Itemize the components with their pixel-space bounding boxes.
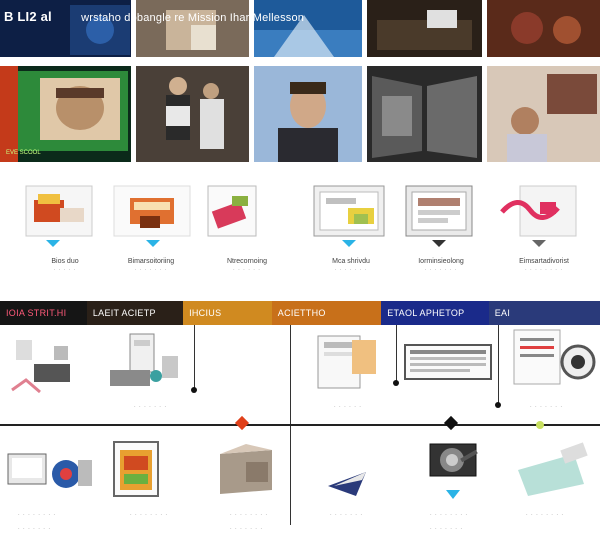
bottom-label-5: · · · · · · · ·: [430, 512, 469, 518]
timeline-dot-3: [495, 402, 501, 408]
caption-4-title: Mca shrivdu: [332, 258, 370, 265]
bottom-label-7: · · · · · · ·: [18, 526, 51, 532]
caption-5-sub: · · · · · · ·: [424, 267, 458, 273]
caption-1-sub: · · · · ·: [53, 267, 77, 273]
pointer-triangle-4: [342, 240, 356, 247]
timeline-segment-4: ACIETTHO: [271, 301, 382, 325]
photo-tile-10: [487, 66, 600, 162]
lower-timeline-line: [0, 424, 600, 426]
illustration-card-6: [500, 184, 578, 238]
timeline-segment-2: LAEIT ACIETP: [86, 301, 184, 325]
caption-1-title: Bios duo: [51, 258, 79, 265]
bottom-label-3: · · · · · · · ·: [230, 512, 269, 518]
caption-6-title: Eimsartadivorist: [519, 258, 569, 265]
header-logo: B LI2 al: [4, 9, 52, 24]
caption-4: Mca shrivdu · · · · · · ·: [316, 258, 386, 274]
bottom-label-8: · · · · · · ·: [230, 526, 263, 532]
illustration-card-12: [6, 440, 96, 500]
marker-dot-green: [536, 421, 544, 429]
illustration-card-5: [404, 184, 474, 238]
illustration-card-9: [316, 334, 378, 390]
bottom-label-9: · · · · · · ·: [430, 526, 463, 532]
photo-tile-5: [487, 0, 600, 57]
caption-2: Bimarsoitoriing · · · · · · ·: [116, 258, 186, 274]
illustration-card-7: [6, 326, 86, 396]
caption-2-title: Bimarsoitoriing: [127, 258, 175, 265]
connector-line-4: [498, 325, 499, 405]
illustration-card-8: [96, 326, 186, 396]
photo-tile-4: [367, 0, 482, 57]
bottom-label-4: · · · · · · ·: [330, 512, 363, 518]
pointer-triangle-6: [532, 240, 546, 247]
bottom-label-6: · · · · · · · ·: [526, 512, 565, 518]
mini-label-2: · · · · · ·: [334, 404, 362, 410]
tile6-label: EVE SCOOL: [6, 150, 41, 156]
caption-3: Ntrecornoing · · · · · ·: [212, 258, 282, 274]
caption-4-sub: · · · · · · ·: [334, 267, 368, 273]
photo-tile-6: EVE SCOOL: [0, 66, 131, 162]
photo-tile-7: [136, 66, 249, 162]
timeline-segment-5: ETAOL APHETOP: [381, 301, 489, 325]
illustration-card-14: [216, 440, 276, 496]
pointer-triangle-cyan: [446, 490, 460, 499]
header-title: wrstaho dobangle re Mission Ihar Melless…: [81, 12, 305, 24]
bottom-label-2: · · · · · · · ·: [130, 512, 169, 518]
bottom-label-1: · · · · · · · ·: [18, 512, 57, 518]
timeline-dot-2: [393, 380, 399, 386]
illustration-card-17: [512, 440, 592, 498]
caption-1: Bios duo · · · · ·: [30, 258, 100, 274]
timeline-dot-1: [191, 387, 197, 393]
connector-line-3: [396, 325, 397, 385]
photo-tile-9: [367, 66, 482, 162]
illustration-card-16: [426, 440, 480, 480]
caption-2-sub: · · · · · · ·: [134, 267, 168, 273]
pointer-triangle-2: [146, 240, 160, 247]
connector-line-1: [194, 325, 195, 390]
illustration-card-11: [508, 326, 598, 390]
caption-5: Iorminsieolong · · · · · · ·: [406, 258, 476, 274]
illustration-card-3: [206, 184, 258, 238]
pointer-triangle-1: [46, 240, 60, 247]
timeline-segment-6: EAI: [488, 301, 600, 325]
photo-tile-1: [0, 0, 131, 57]
photo-tile-3: [254, 0, 362, 57]
illustration-card-2: [112, 184, 192, 238]
caption-5-title: Iorminsieolong: [418, 258, 464, 265]
illustration-card-4: [312, 184, 386, 238]
caption-6-sub: · · · · · · · ·: [524, 267, 564, 273]
marker-diamond-red: [234, 415, 250, 431]
timeline-bar: IOIA STRIT.HI LAEIT ACIETP IHCIUS ACIETT…: [0, 301, 600, 325]
timeline-segment-3: IHCIUS: [183, 301, 272, 325]
pointer-triangle-5: [432, 240, 446, 247]
photo-tile-2: [136, 0, 249, 57]
illustration-card-15: [326, 466, 374, 500]
mini-label-3: · · · · · · ·: [530, 404, 563, 410]
caption-6: Eimsartadivorist · · · · · · · ·: [506, 258, 582, 274]
caption-3-sub: · · · · · ·: [233, 267, 261, 273]
illustration-card-10: [404, 344, 492, 380]
timeline-segment-1: IOIA STRIT.HI: [6, 308, 67, 318]
photo-tile-8: [254, 66, 362, 162]
illustration-card-1: [24, 184, 94, 238]
caption-3-title: Ntrecornoing: [226, 258, 268, 265]
illustration-card-13: [112, 440, 160, 498]
mini-label-1: · · · · · · ·: [134, 404, 167, 410]
marker-diamond-black: [443, 415, 459, 431]
photo-grid-header: B LI2 al wrstaho dobangle re Mission Iha…: [4, 9, 304, 24]
